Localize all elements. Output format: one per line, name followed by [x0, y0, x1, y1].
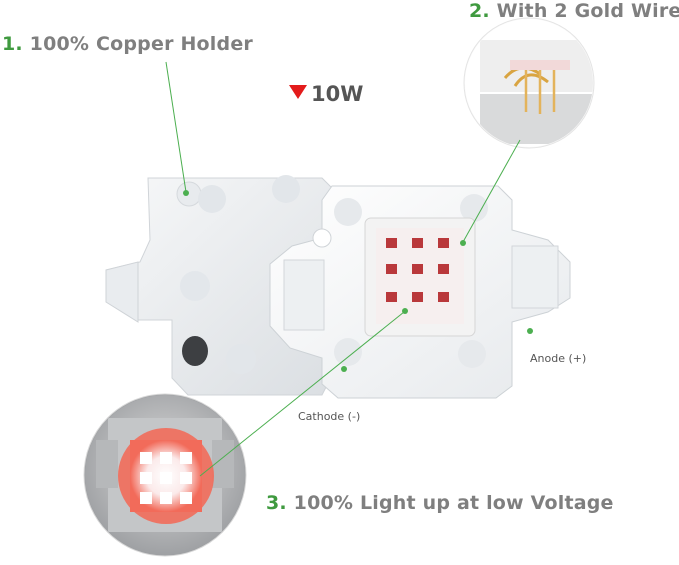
- callout-text: With 2 Gold Wire: [496, 0, 679, 22]
- callout-number: 1.: [2, 33, 23, 55]
- leader-lines: [165, 61, 533, 477]
- callout-text: 100% Light up at low Voltage: [293, 492, 614, 514]
- copper-holder-back: [105, 175, 341, 396]
- power-rating: 10W: [289, 82, 363, 106]
- gold-wire-zoom: [463, 17, 595, 149]
- anode-label: Anode (+): [530, 352, 587, 365]
- cathode-label: Cathode (-): [298, 410, 361, 423]
- callout-copper-holder: 1. 100% Copper Holder: [2, 33, 253, 55]
- red-triangle-icon: [289, 85, 307, 99]
- led-chip-front: [269, 185, 571, 399]
- callout-text: 100% Copper Holder: [29, 33, 253, 55]
- power-value: 10W: [311, 82, 364, 106]
- lit-led-zoom: [83, 393, 247, 557]
- callout-number: 3.: [266, 492, 287, 514]
- callout-number: 2.: [469, 0, 490, 22]
- callout-low-voltage: 3. 100% Light up at low Voltage: [266, 492, 614, 514]
- callout-gold-wire: 2. With 2 Gold Wire: [469, 0, 679, 22]
